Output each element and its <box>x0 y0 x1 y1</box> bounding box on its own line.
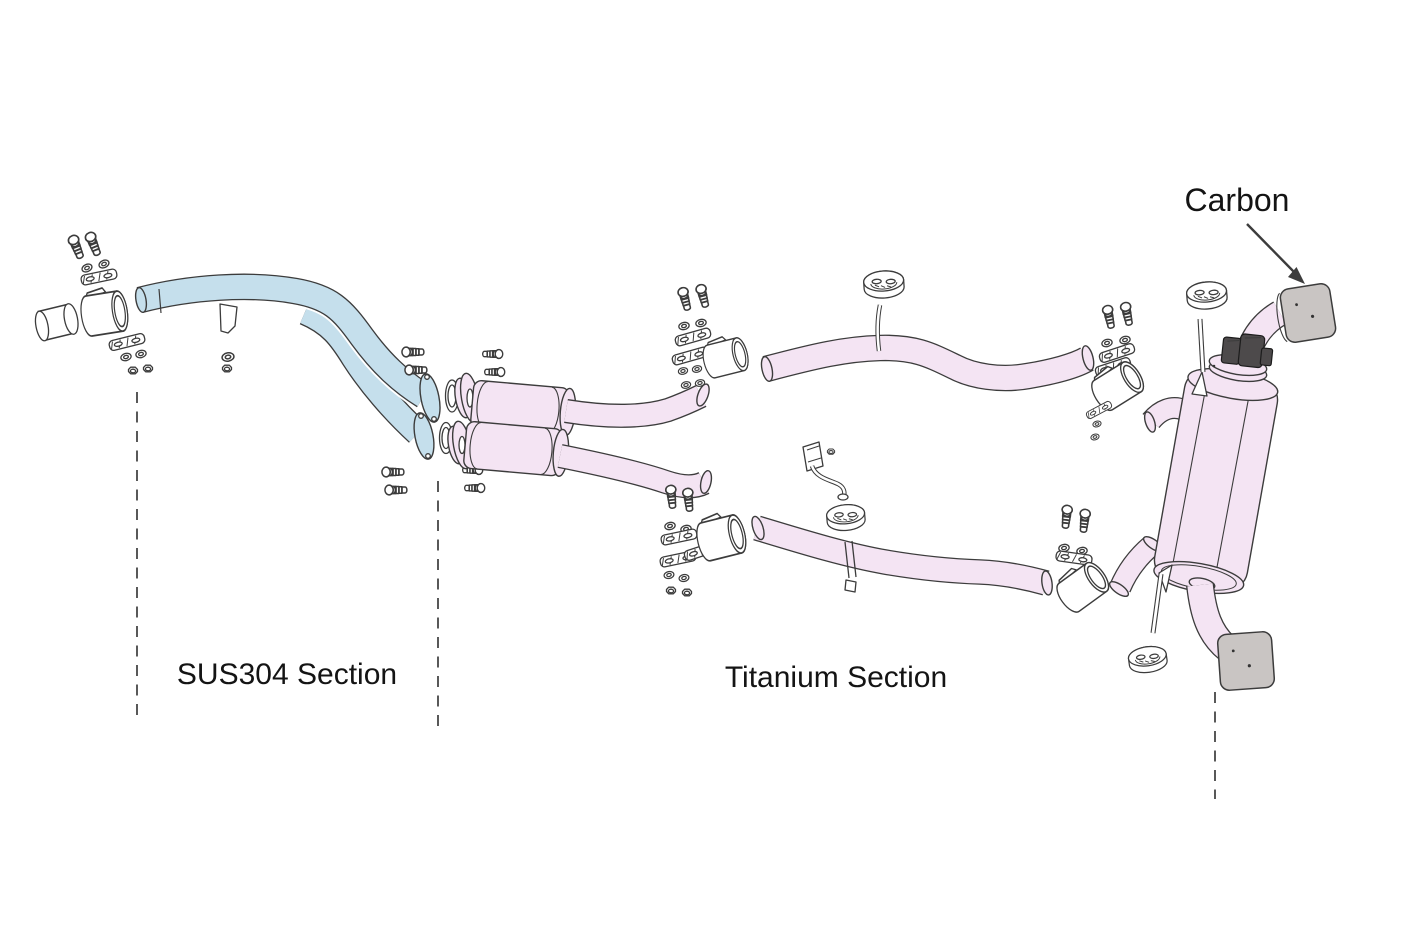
bolt <box>694 282 712 310</box>
pipe-bracket-tab <box>219 303 238 334</box>
resonator-upper <box>470 380 710 436</box>
washer <box>677 320 691 332</box>
gasket <box>438 379 460 455</box>
resonator-lower <box>463 421 713 499</box>
washer <box>1089 432 1101 442</box>
washer <box>677 573 691 583</box>
flange <box>413 412 435 460</box>
labels: SUS304 Section Titanium Section Carbon <box>177 182 1305 694</box>
hardware-cluster <box>658 484 699 597</box>
washer <box>1091 419 1103 429</box>
valve-actuator <box>1220 333 1274 369</box>
washer <box>97 257 111 271</box>
bolt <box>676 285 694 313</box>
sus304-front-pipe-assembly <box>34 230 506 496</box>
hardware-cluster <box>1054 504 1094 567</box>
washer <box>677 366 689 376</box>
front-twin-pipes <box>134 271 441 460</box>
hanger-rod-top <box>1185 279 1229 397</box>
label-titanium: Titanium Section <box>725 661 947 694</box>
bolt <box>464 482 486 494</box>
center-pipe-lower <box>751 441 1053 596</box>
bolt <box>664 484 679 510</box>
bolt <box>83 230 104 258</box>
bracket <box>107 332 147 352</box>
muffler-inlet-stub <box>1108 535 1164 598</box>
carbon-tip-top <box>1276 282 1337 344</box>
bolt <box>681 487 696 513</box>
nut <box>665 586 677 595</box>
nut <box>127 366 139 375</box>
nut <box>142 364 154 373</box>
bracket <box>673 326 713 348</box>
bolt <box>1119 300 1136 327</box>
center-pipe-upper <box>760 268 1095 392</box>
band-clamp <box>76 283 132 339</box>
bolt <box>384 484 408 496</box>
label-sus304: SUS304 Section <box>177 658 397 691</box>
inlet-pipe-stub <box>34 303 79 342</box>
hook-hanger <box>802 441 849 501</box>
nut <box>681 588 693 597</box>
washer <box>694 317 708 329</box>
carbon-tip-bottom <box>1216 631 1276 691</box>
washer <box>680 380 692 390</box>
hardware-cluster <box>670 282 713 390</box>
bolt <box>66 233 87 261</box>
washer <box>119 351 133 363</box>
rubber-mount <box>1126 643 1170 676</box>
bracket <box>659 527 699 547</box>
bolt <box>1101 303 1118 330</box>
nut <box>221 364 233 373</box>
rear-muffler-assembly <box>1084 279 1337 691</box>
label-carbon: Carbon <box>1185 182 1290 218</box>
bolt <box>404 364 428 376</box>
titanium-center-pipe-assembly <box>438 268 1164 617</box>
section-dividers <box>136 392 1216 799</box>
nut <box>826 448 836 455</box>
rubber-mount <box>862 268 906 301</box>
bolt <box>1059 504 1074 530</box>
washer <box>1100 337 1114 349</box>
hardware-cluster <box>66 230 119 287</box>
washer <box>80 261 94 275</box>
carbon-arrow <box>1246 223 1305 284</box>
bolt <box>484 366 506 378</box>
hardware-cluster <box>1084 300 1149 442</box>
bolt <box>381 466 405 478</box>
band-clamp <box>698 331 752 381</box>
rubber-mount <box>825 502 867 533</box>
washer <box>691 364 703 374</box>
hanger-rod-bottom <box>1126 564 1173 676</box>
washer <box>220 351 236 363</box>
flange <box>419 373 441 423</box>
rubber-mount <box>1185 279 1229 312</box>
bolt <box>482 348 504 360</box>
washer <box>134 348 148 360</box>
bolt <box>401 346 425 358</box>
bolt <box>1077 508 1092 534</box>
washer <box>663 520 677 532</box>
washer <box>662 570 676 580</box>
